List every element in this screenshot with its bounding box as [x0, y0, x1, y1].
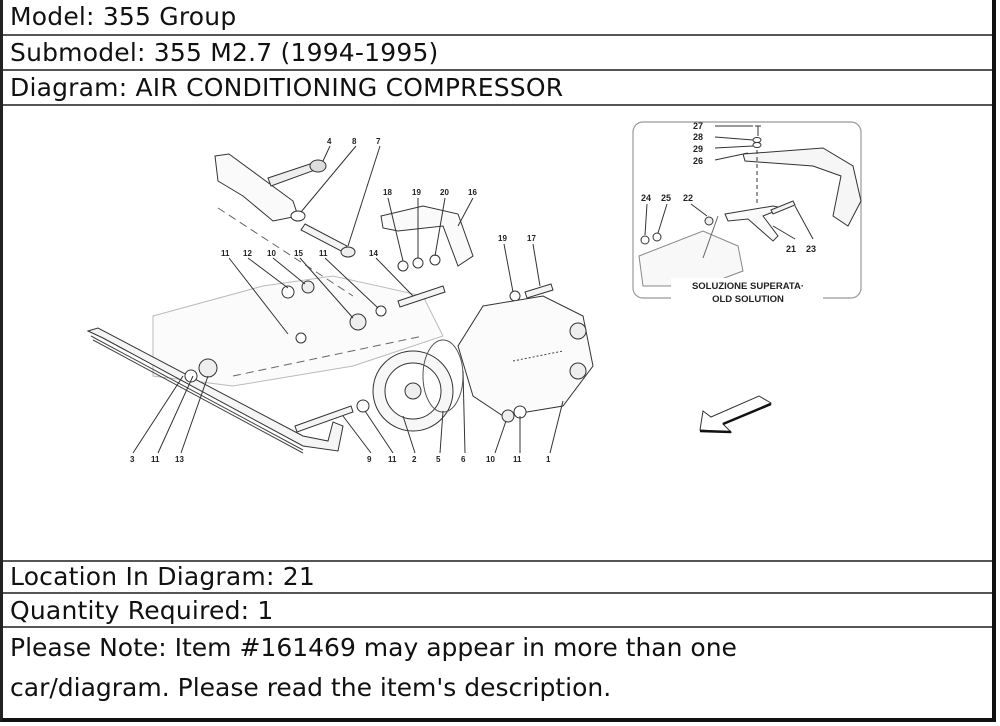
callout-10: 10: [486, 455, 495, 464]
item-note: Please Note: Item #161469 may appear in …: [3, 628, 992, 708]
compressor-partial: [638, 230, 744, 287]
callout-8: 8: [352, 137, 357, 146]
callout-19: 19: [498, 234, 507, 243]
callout-2: 2: [412, 455, 417, 464]
callout-17: 17: [527, 234, 536, 243]
callout-20: 20: [440, 188, 449, 197]
submodel-row: Submodel: 355 M2.7 (1994-1995): [3, 36, 992, 71]
callout-23: 23: [806, 244, 816, 254]
bolt-4: [267, 162, 316, 187]
drive-belt-3: [86, 327, 344, 452]
callout-29: 29: [693, 144, 703, 154]
engine-mount-bracket: [214, 153, 299, 222]
callout-10: 10: [267, 249, 276, 258]
model-row: Model: 355 Group: [3, 0, 992, 36]
callout-27: 27: [693, 121, 703, 131]
callout-26: 26: [693, 156, 703, 166]
callout-18: 18: [383, 188, 392, 197]
callout-24: 24: [641, 193, 651, 203]
location-row: Location In Diagram: 21: [3, 560, 992, 594]
callout-19: 19: [412, 188, 421, 197]
callout-9: 9: [367, 455, 372, 464]
callout-13: 13: [175, 455, 184, 464]
callout-6: 6: [461, 455, 466, 464]
callout-1: 1: [546, 455, 551, 464]
quantity-row: Quantity Required: 1: [3, 594, 992, 628]
callout-7: 7: [376, 137, 381, 146]
exploded-view-drawing: 4 8 7 18 19 20 16 11 12 10 15 11 14 19 1…: [86, 121, 862, 464]
callout-21: 21: [786, 244, 796, 254]
diagram-title-row: Diagram: AIR CONDITIONING COMPRESSOR: [3, 71, 992, 106]
callout-15: 15: [294, 249, 303, 258]
callout-4: 4: [327, 137, 332, 146]
callout-11: 11: [151, 455, 160, 464]
bolt-14: [397, 285, 446, 308]
bracket-21: [724, 205, 785, 242]
note-line-1: Please Note: Item #161469 may appear in …: [10, 633, 737, 662]
compressor-body: [457, 295, 594, 417]
parts-diagram: 4 8 7 18 19 20 16 11 12 10 15 11 14 19 1…: [3, 106, 992, 562]
callout-11: 11: [221, 249, 230, 258]
callout-14: 14: [369, 249, 378, 258]
callout-11: 11: [388, 455, 397, 464]
callout-22: 22: [683, 193, 693, 203]
bracket-16: [380, 205, 474, 267]
callout-5: 5: [436, 455, 441, 464]
callout-16: 16: [468, 188, 477, 197]
bolt-7: [300, 223, 348, 253]
arrow-down-left-icon: [699, 395, 773, 434]
bolt-23: [770, 200, 796, 215]
inset-caption-english: OLD SOLUTION: [712, 294, 784, 305]
callout-11: 11: [513, 455, 522, 464]
callout-11: 11: [319, 249, 328, 258]
bolt-9: [294, 405, 354, 433]
callout-12: 12: [243, 249, 252, 258]
callout-3: 3: [130, 455, 135, 464]
inset-caption-italian: SOLUZIONE SUPERATA·: [692, 281, 804, 292]
heat-shield-26: [742, 147, 862, 227]
callout-25: 25: [661, 193, 671, 203]
old-solution-inset: 27 28 29 26 24 25 22 21 23 SOLUZIONE SUP…: [632, 121, 862, 308]
note-line-2: car/diagram. Please read the item's desc…: [10, 673, 612, 702]
callout-28: 28: [693, 132, 703, 142]
